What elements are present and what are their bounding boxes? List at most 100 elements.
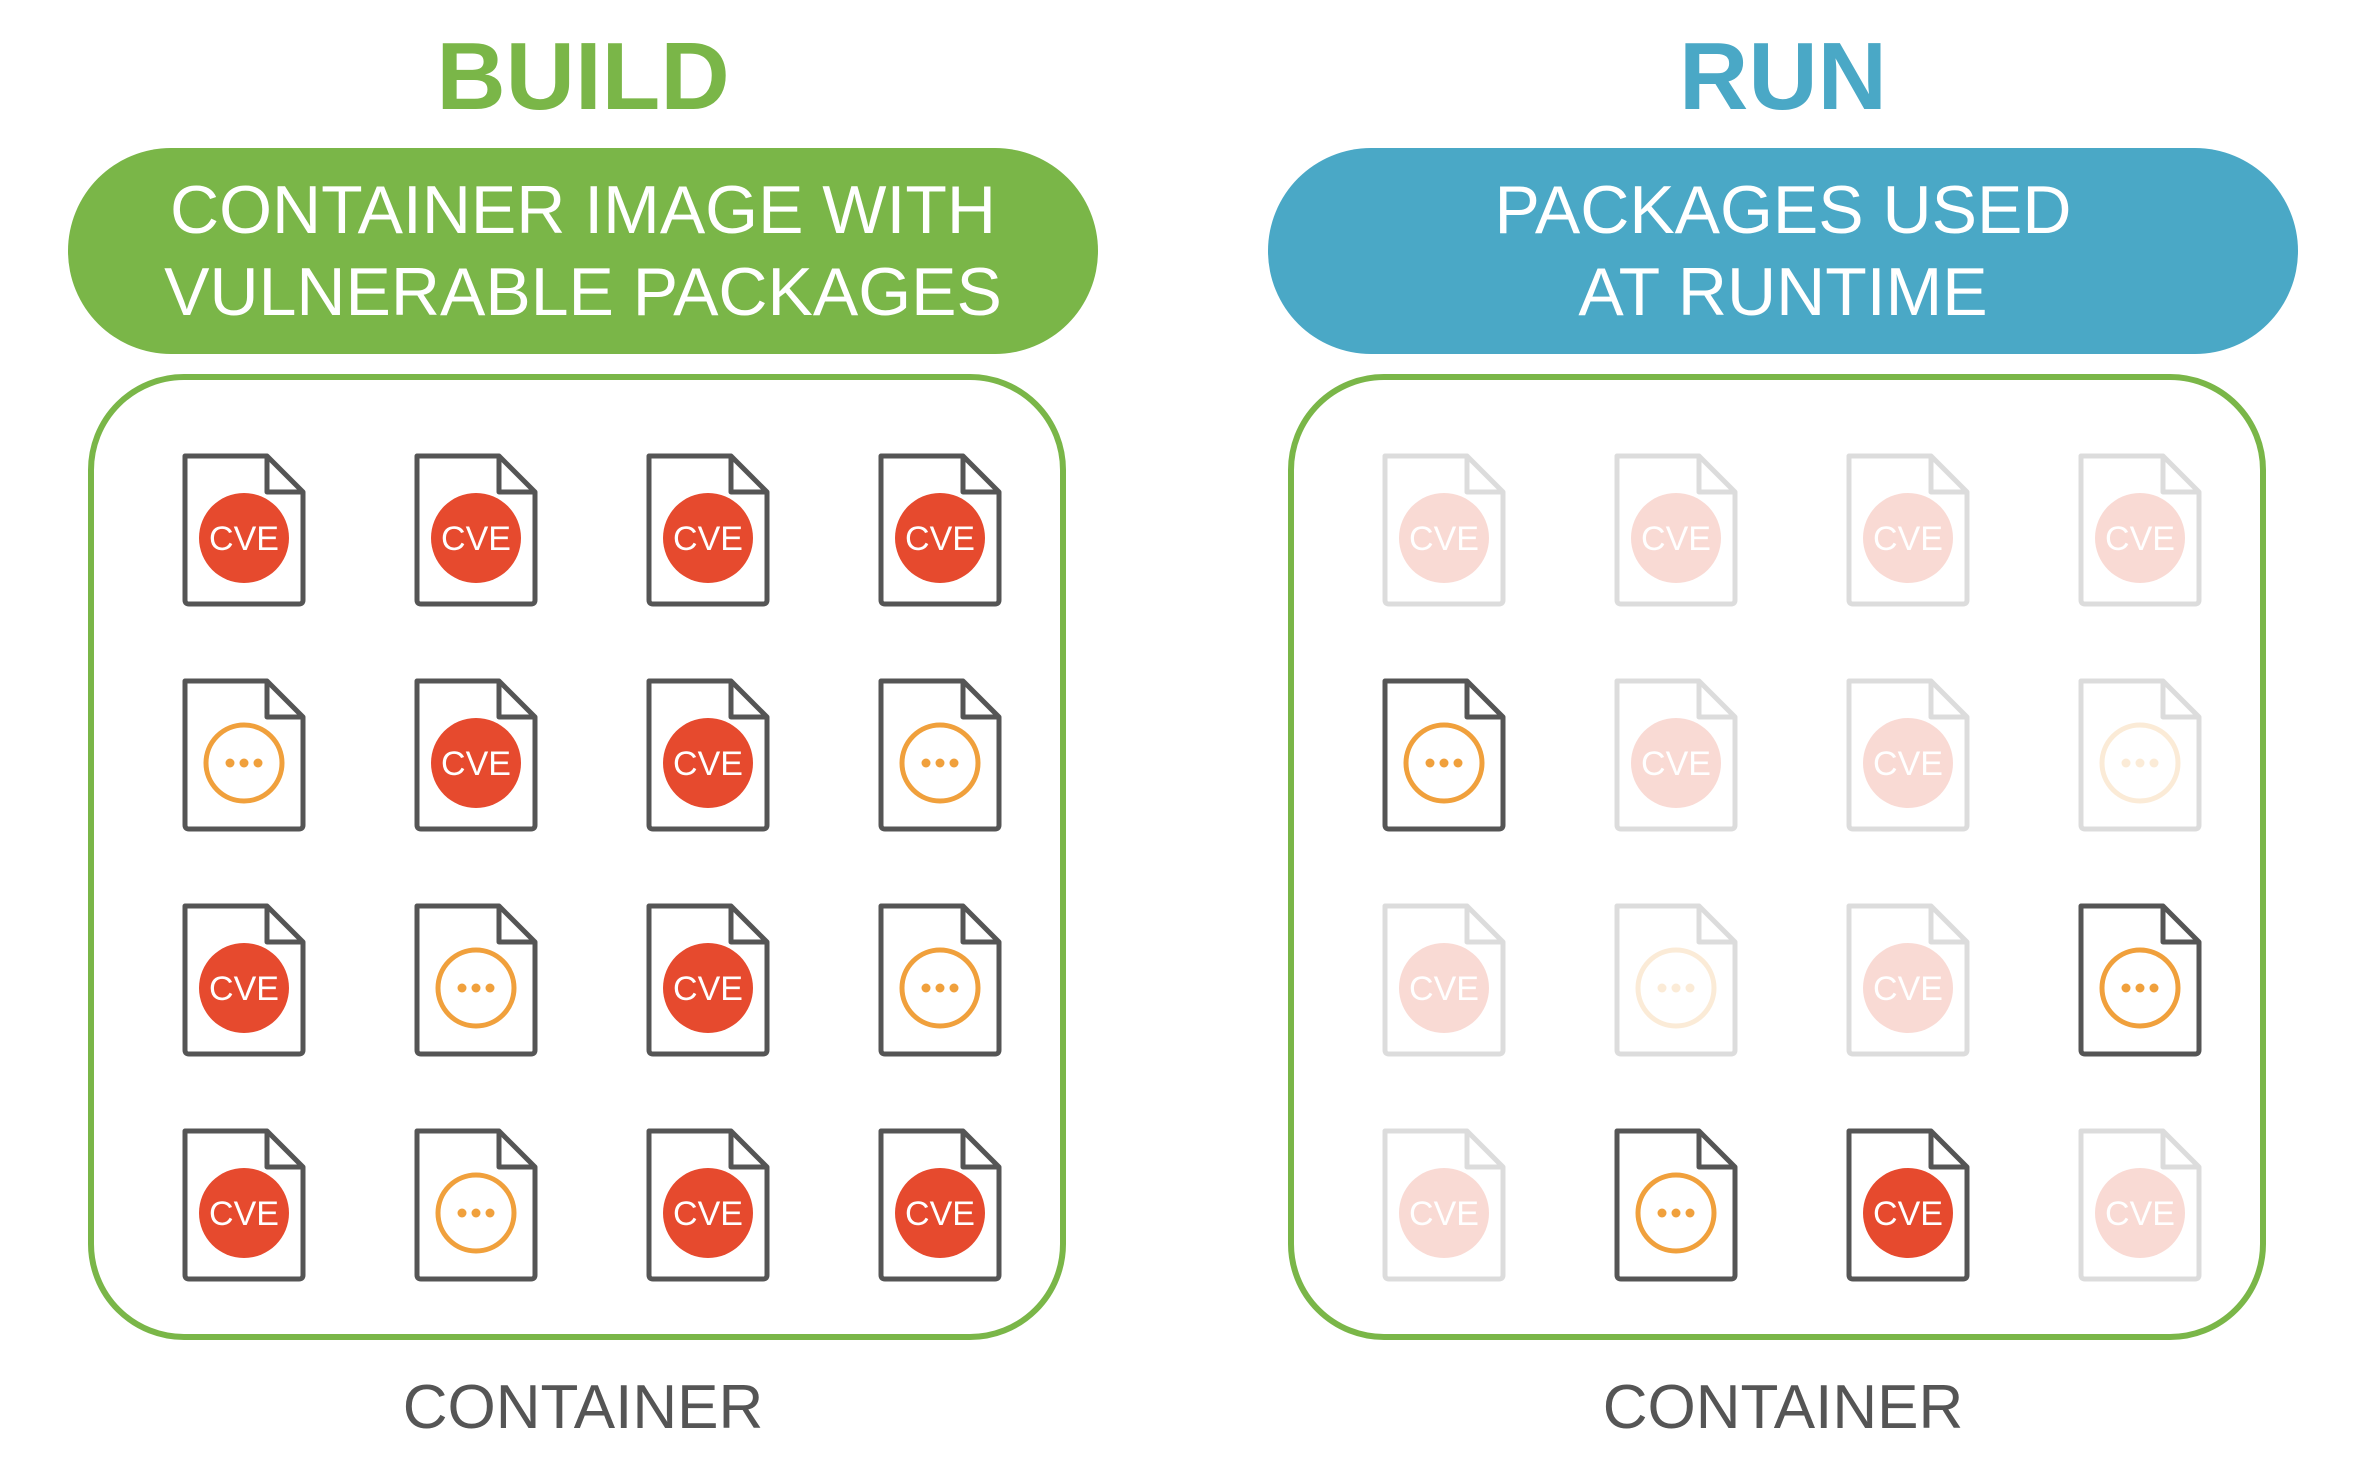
ellipsis-ring xyxy=(1635,1172,1717,1254)
cve-label: CVE xyxy=(905,520,975,558)
run-package-other xyxy=(2075,675,2205,835)
ellipsis-dot xyxy=(1671,983,1681,993)
run-package-cve: CVE xyxy=(2075,1125,2205,1285)
run-package-cve: CVE xyxy=(1379,1125,1509,1285)
build-title: BUILD xyxy=(436,23,730,130)
file-fold xyxy=(728,906,767,945)
file-fold xyxy=(1928,906,1967,945)
file-fold xyxy=(728,681,767,720)
cve-badge xyxy=(663,1168,753,1258)
file-fold xyxy=(496,681,535,720)
ellipsis-ring xyxy=(2099,947,2181,1029)
ellipsis-ring xyxy=(2099,722,2181,804)
run-package-cve: CVE xyxy=(2075,450,2205,610)
cve-file-icon: CVE xyxy=(2078,1128,2202,1282)
cve-label: CVE xyxy=(441,520,511,558)
run-package-cve: CVE xyxy=(1611,450,1741,610)
ellipsis-dot xyxy=(2135,983,2145,993)
cve-badge xyxy=(663,718,753,808)
cve-label: CVE xyxy=(1873,520,1943,558)
ellipsis-dot xyxy=(239,758,249,768)
build-pill-line-2: VULNERABLE PACKAGES xyxy=(164,254,1002,330)
file-fold xyxy=(960,681,999,720)
run-pill-line-1: PACKAGES USED xyxy=(1494,172,2072,248)
file-body xyxy=(1846,453,1970,607)
ellipsis-dot xyxy=(1657,983,1667,993)
cve-file-icon: CVE xyxy=(646,453,770,607)
file-fold xyxy=(1696,906,1735,945)
file-body xyxy=(1382,903,1506,1057)
ellipsis-dot xyxy=(1453,758,1463,768)
run-package-cve: CVE xyxy=(1843,1125,1973,1285)
run-pill-text: PACKAGES USED AT RUNTIME xyxy=(1495,169,2072,333)
file-body xyxy=(1382,678,1506,832)
cve-file-icon: CVE xyxy=(1846,453,1970,607)
ellipsis-ring xyxy=(435,1172,517,1254)
file-body xyxy=(878,678,1002,832)
ellipsis-dot xyxy=(935,758,945,768)
cve-label: CVE xyxy=(1873,1195,1943,1233)
cve-label: CVE xyxy=(673,970,743,1008)
ellipsis-dot xyxy=(1671,1208,1681,1218)
file-fold xyxy=(960,1131,999,1170)
file-fold xyxy=(2160,456,2199,495)
ellipsis-dot xyxy=(471,983,481,993)
cve-badge xyxy=(1399,943,1489,1033)
ellipsis-dot xyxy=(2121,983,2131,993)
run-package-other xyxy=(1379,675,1509,835)
build-package-cve: CVE xyxy=(411,675,541,835)
cve-label: CVE xyxy=(2105,1195,2175,1233)
build-package-cve: CVE xyxy=(179,1125,309,1285)
cve-label: CVE xyxy=(209,970,279,1008)
ellipsis-dot xyxy=(1425,758,1435,768)
package-file-icon xyxy=(878,678,1002,832)
run-pill-line-2: AT RUNTIME xyxy=(1578,254,1988,330)
cve-badge xyxy=(431,493,521,583)
file-fold xyxy=(1464,1131,1503,1170)
cve-label: CVE xyxy=(1873,970,1943,1008)
ellipsis-dot xyxy=(471,1208,481,1218)
file-body xyxy=(2078,453,2202,607)
file-fold xyxy=(264,681,303,720)
cve-badge xyxy=(1863,1168,1953,1258)
file-fold xyxy=(496,906,535,945)
cve-file-icon: CVE xyxy=(1846,903,1970,1057)
file-fold xyxy=(728,1131,767,1170)
cve-label: CVE xyxy=(905,1195,975,1233)
ellipsis-dot xyxy=(2149,758,2159,768)
file-body xyxy=(1614,1128,1738,1282)
cve-file-icon: CVE xyxy=(646,1128,770,1282)
cve-badge xyxy=(1863,943,1953,1033)
build-pill-line-1: CONTAINER IMAGE WITH xyxy=(169,172,997,248)
cve-label: CVE xyxy=(673,520,743,558)
run-title: RUN xyxy=(1679,23,1887,130)
ellipsis-dot xyxy=(2135,758,2145,768)
cve-file-icon: CVE xyxy=(1382,453,1506,607)
build-package-cve: CVE xyxy=(179,450,309,610)
cve-badge xyxy=(1631,493,1721,583)
build-package-cve: CVE xyxy=(643,900,773,1060)
build-package-cve: CVE xyxy=(411,450,541,610)
cve-label: CVE xyxy=(1409,1195,1479,1233)
file-body xyxy=(414,1128,538,1282)
run-package-other xyxy=(2075,900,2205,1060)
file-fold xyxy=(1464,681,1503,720)
cve-label: CVE xyxy=(673,1195,743,1233)
ellipsis-dot xyxy=(457,1208,467,1218)
ellipsis-dot xyxy=(485,983,495,993)
cve-badge xyxy=(1863,718,1953,808)
ellipsis-dot xyxy=(2149,983,2159,993)
cve-file-icon: CVE xyxy=(1382,903,1506,1057)
cve-badge xyxy=(2095,1168,2185,1258)
build-panel: BUILD CONTAINER IMAGE WITH VULNERABLE PA… xyxy=(68,0,1098,1474)
build-package-cve: CVE xyxy=(643,450,773,610)
cve-file-icon: CVE xyxy=(646,903,770,1057)
package-file-icon xyxy=(878,903,1002,1057)
file-fold xyxy=(1928,456,1967,495)
cve-badge xyxy=(663,943,753,1033)
cve-badge xyxy=(1863,493,1953,583)
ellipsis-dot xyxy=(949,983,959,993)
run-package-other xyxy=(1611,900,1741,1060)
